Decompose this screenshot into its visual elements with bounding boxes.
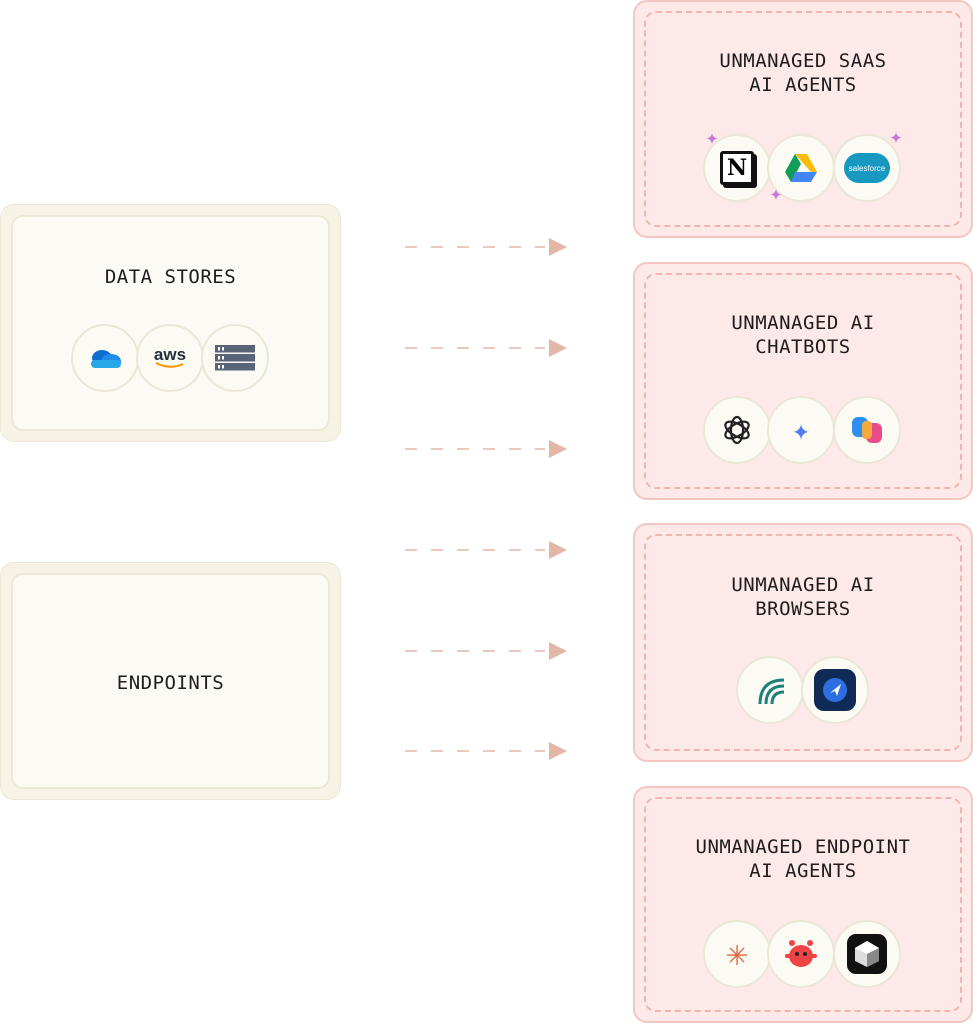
comet-browser-icon bbox=[736, 656, 804, 724]
flow-arrow bbox=[405, 541, 567, 559]
dashed-border bbox=[644, 11, 962, 227]
claude-icon: ✳ bbox=[703, 920, 771, 988]
endpoints-inner bbox=[11, 573, 330, 789]
data-stores-title: DATA STORES bbox=[104, 266, 237, 288]
chatbots-box: UNMANAGED AI CHATBOTS bbox=[633, 262, 973, 500]
chatgpt-icon bbox=[703, 396, 771, 464]
browsers-title: UNMANAGED AI BROWSERS bbox=[731, 574, 875, 620]
arc-browser-icon bbox=[801, 656, 869, 724]
flow-arrow bbox=[405, 440, 567, 458]
onedrive-icon bbox=[71, 324, 139, 392]
arrowhead-icon bbox=[549, 742, 567, 760]
gemini-icon: ✦ bbox=[767, 396, 835, 464]
copilot-icon bbox=[833, 396, 901, 464]
sparkle-icon: ✦ bbox=[889, 124, 903, 150]
arrowhead-icon bbox=[549, 339, 567, 357]
notion-letter: N bbox=[720, 151, 754, 185]
arrowhead-icon bbox=[549, 541, 567, 559]
dashed-border bbox=[644, 534, 962, 751]
endpoint-agents-title: UNMANAGED ENDPOINT AI AGENTS bbox=[695, 836, 911, 882]
arrowhead-icon bbox=[549, 238, 567, 256]
cursor-icon bbox=[833, 920, 901, 988]
sparkle-icon: ✦ bbox=[769, 181, 783, 207]
sparkle-icon: ✦ bbox=[705, 125, 719, 151]
flow-arrow bbox=[405, 238, 567, 256]
browsers-box: UNMANAGED AI BROWSERS bbox=[633, 523, 973, 762]
dashed-border bbox=[644, 797, 962, 1012]
endpoints-box: ENDPOINTS bbox=[0, 562, 341, 800]
saas-agents-box: UNMANAGED SAAS AI AGENTS bbox=[633, 0, 973, 238]
endpoints-title: ENDPOINTS bbox=[116, 672, 225, 694]
aws-icon: aws bbox=[136, 324, 204, 392]
flow-arrow bbox=[405, 339, 567, 357]
arrowhead-icon bbox=[549, 642, 567, 660]
data-stores-inner bbox=[11, 215, 330, 431]
red-creature-icon bbox=[767, 920, 835, 988]
aws-text: aws bbox=[153, 344, 187, 364]
flow-arrow bbox=[405, 742, 567, 760]
server-storage-icon bbox=[201, 324, 269, 392]
salesforce-icon: salesforce bbox=[833, 134, 901, 202]
data-stores-box: DATA STORES bbox=[0, 204, 341, 442]
arrowhead-icon bbox=[549, 440, 567, 458]
salesforce-text: salesforce bbox=[844, 153, 890, 183]
saas-agents-title: UNMANAGED SAAS AI AGENTS bbox=[719, 50, 887, 96]
chatbots-title: UNMANAGED AI CHATBOTS bbox=[731, 312, 875, 358]
flow-arrow bbox=[405, 642, 567, 660]
dashed-border bbox=[644, 273, 962, 489]
